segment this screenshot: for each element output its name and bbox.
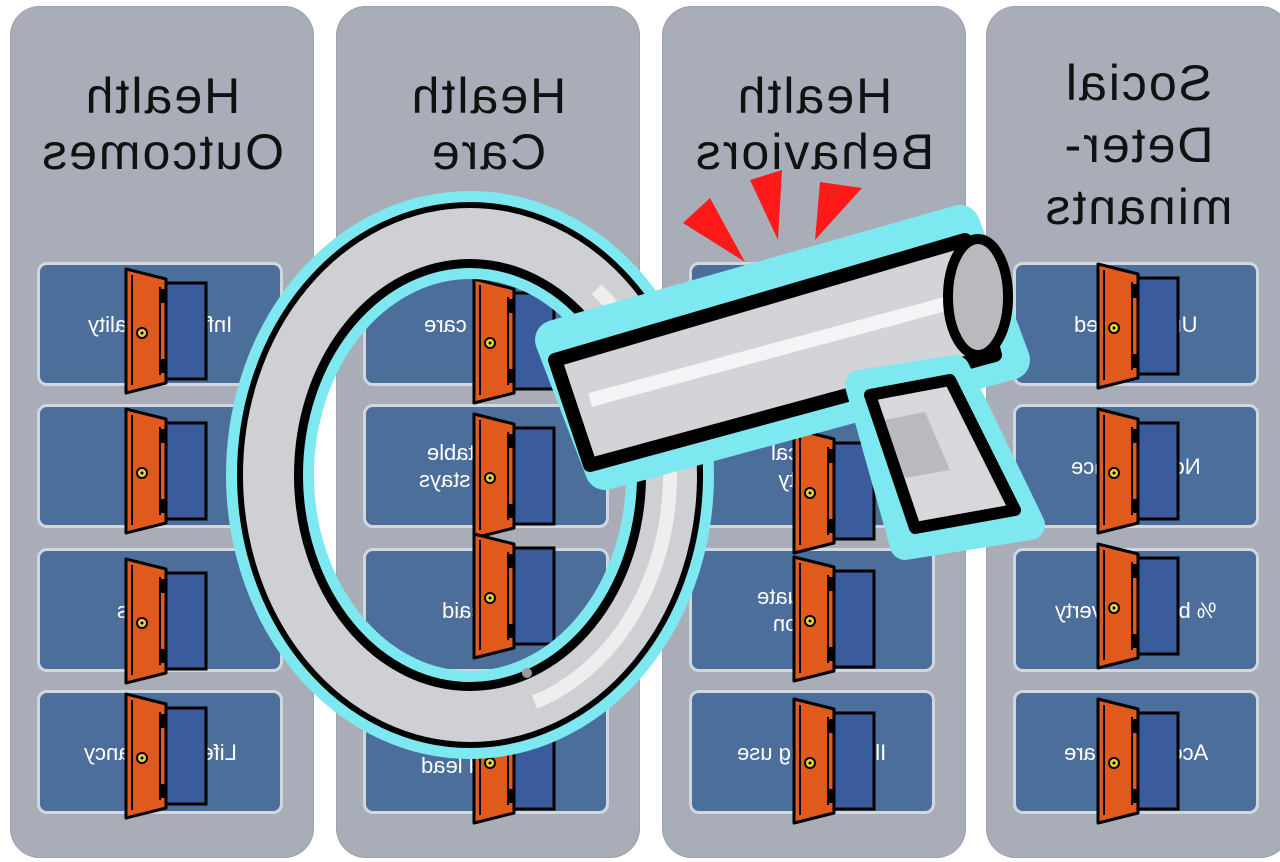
open-door-icon (788, 695, 878, 825)
open-door-icon (468, 695, 558, 825)
open-door-icon (788, 553, 878, 683)
open-door-icon (1092, 405, 1182, 535)
open-door-icon (1092, 540, 1182, 670)
open-door-icon (120, 265, 210, 395)
open-door-icon (1092, 260, 1182, 390)
open-door-icon (468, 530, 558, 660)
open-door-icon (1092, 695, 1182, 825)
open-door-icon (120, 690, 210, 820)
open-door-icon (468, 410, 558, 540)
open-door-icon (788, 268, 878, 398)
open-door-icon (788, 425, 878, 555)
open-door-icon (120, 555, 210, 685)
open-door-icon (468, 275, 558, 405)
open-door-icon (120, 405, 210, 535)
